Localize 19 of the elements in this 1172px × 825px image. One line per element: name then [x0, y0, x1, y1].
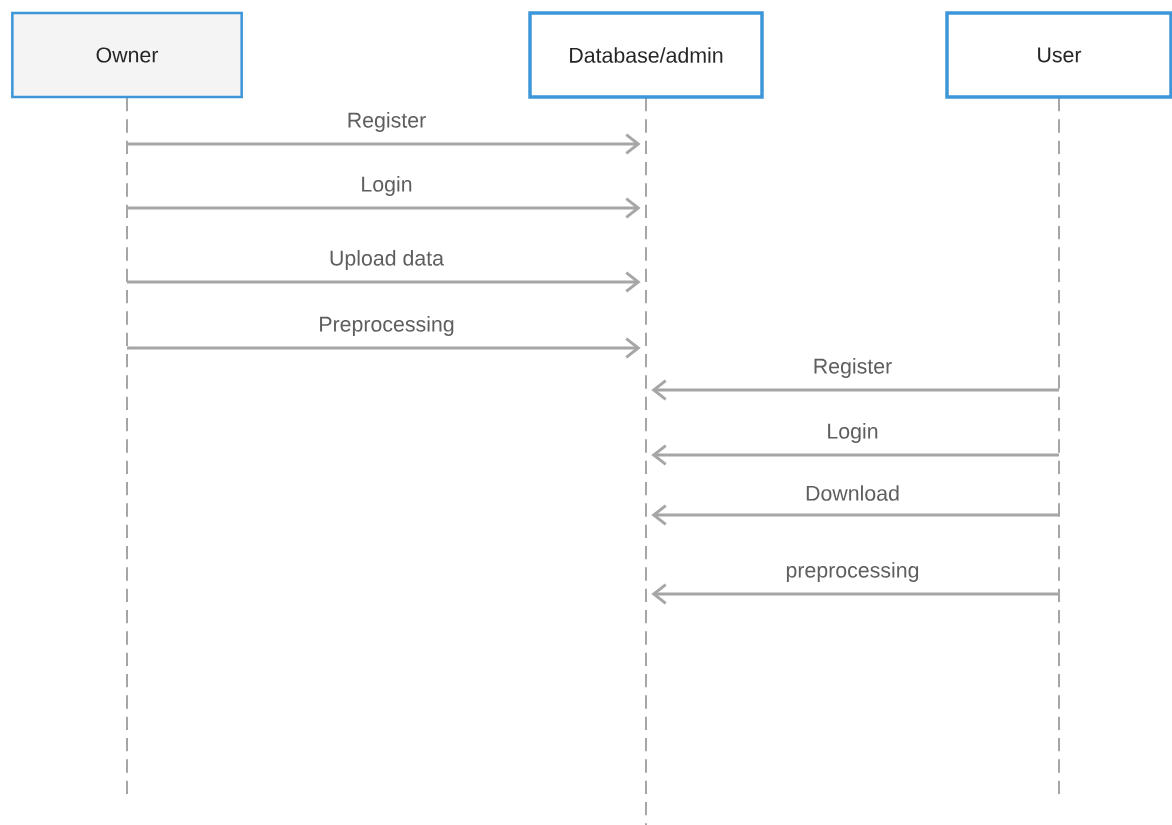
edge-label: Register — [345, 110, 428, 134]
message-arrow — [651, 504, 1059, 526]
message-arrow — [127, 271, 641, 293]
edge-label: Preprocessing — [317, 314, 456, 338]
message-arrow — [651, 583, 1059, 605]
edge-label: Upload data — [327, 248, 446, 272]
message-arrow — [127, 337, 641, 359]
edge-label: Register — [811, 356, 894, 380]
edge-label: Download — [803, 483, 902, 503]
edge-label: Login — [359, 174, 414, 198]
message-arrow — [651, 379, 1059, 401]
edge-label: preprocessing — [784, 560, 921, 584]
participant-box: Database/admin — [528, 11, 764, 99]
message-arrow — [651, 444, 1059, 466]
edge-label: Login — [825, 421, 880, 445]
participant-box: Owner — [11, 11, 243, 99]
message-arrow — [127, 197, 641, 219]
participant-box: User — [945, 11, 1172, 99]
message-arrow — [127, 133, 641, 155]
